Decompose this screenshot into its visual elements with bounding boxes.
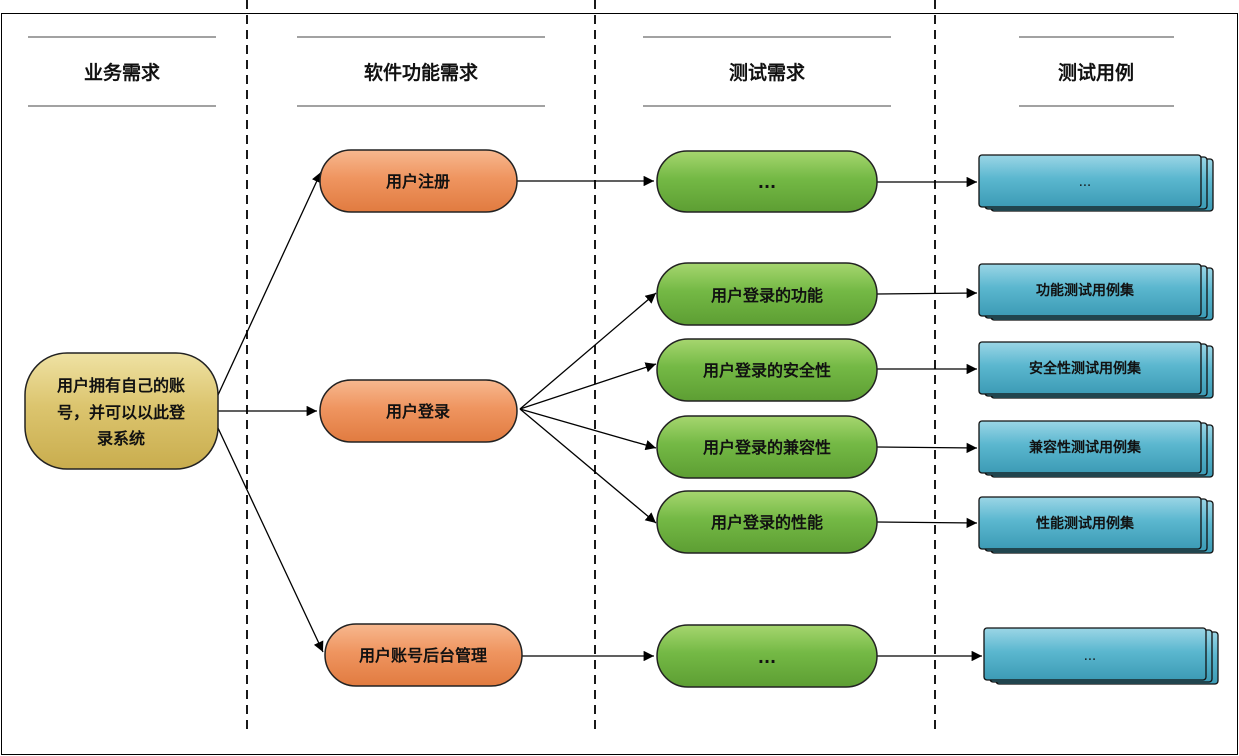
arrow-compat-to-case — [876, 442, 978, 454]
test-req-security-label: 用户登录的安全性 — [703, 361, 831, 380]
test-case-security-stack: 安全性测试用例集 — [978, 341, 1214, 399]
test-req-security-node: 用户登录的安全性 — [656, 338, 878, 402]
feature-register-node: 用户注册 — [319, 149, 518, 213]
arrow-business-to-register — [217, 171, 322, 396]
header-software: 软件功能需求 — [364, 61, 479, 84]
arrow-function-to-case — [876, 287, 978, 299]
test-case-perf-stack: 性能测试用例集 — [978, 496, 1214, 554]
feature-login-node: 用户登录 — [319, 379, 518, 443]
test-case-function-stack: 功能测试用例集 — [978, 263, 1214, 321]
test-case-register-label: ... — [1079, 175, 1091, 190]
feature-admin-label: 用户账号后台管理 — [359, 646, 487, 665]
connectors — [217, 171, 982, 662]
test-case-security-label: 安全性测试用例集 — [1029, 360, 1142, 377]
arrow-login-to-perf — [519, 408, 657, 524]
feature-admin-node: 用户账号后台管理 — [324, 623, 523, 687]
arrow-login-to-function — [519, 292, 657, 410]
test-req-function-node: 用户登录的功能 — [656, 262, 878, 326]
test-req-admin-label: ... — [758, 648, 776, 667]
outer-frame — [1, 13, 1238, 755]
test-case-function-label: 功能测试用例集 — [1036, 282, 1135, 299]
column-separators — [246, 0, 936, 735]
test-case-compat-stack: 兼容性测试用例集 — [978, 420, 1214, 478]
test-case-admin-label: ... — [1084, 649, 1096, 664]
test-case-admin-stack: ... — [983, 627, 1219, 685]
test-req-function-label: 用户登录的功能 — [711, 286, 823, 305]
feature-login-label: 用户登录 — [386, 402, 450, 421]
business-need-line-3: 录系统 — [97, 429, 145, 448]
business-need-node: 用户拥有自己的账 号，并可以以此登 录系统 — [24, 352, 219, 470]
column-headers — [28, 36, 1174, 107]
arrow-login-to-compat — [519, 408, 657, 451]
test-req-register-label: ... — [758, 173, 776, 192]
test-case-perf-label: 性能测试用例集 — [1036, 515, 1135, 532]
arrow-business-to-admin — [217, 427, 324, 653]
business-need-line-1: 用户拥有自己的账 — [57, 376, 185, 395]
arrow-perf-to-case — [876, 517, 978, 529]
test-req-register-node: ... — [656, 150, 878, 213]
business-need-line-2: 号，并可以以此登 — [57, 403, 186, 422]
test-req-compat-label: 用户登录的兼容性 — [703, 438, 831, 457]
test-req-admin-node: ... — [656, 624, 878, 688]
header-business: 业务需求 — [84, 61, 161, 84]
test-case-compat-label: 兼容性测试用例集 — [1029, 439, 1142, 456]
header-test-requirements: 测试需求 — [729, 61, 806, 84]
header-test-cases: 测试用例 — [1058, 61, 1134, 84]
arrow-login-to-security — [519, 362, 657, 410]
test-req-compat-node: 用户登录的兼容性 — [656, 415, 878, 479]
test-req-perf-label: 用户登录的性能 — [711, 513, 823, 532]
test-case-register-stack: ... — [978, 154, 1214, 212]
test-req-perf-node: 用户登录的性能 — [656, 490, 878, 554]
feature-register-label: 用户注册 — [386, 172, 450, 191]
